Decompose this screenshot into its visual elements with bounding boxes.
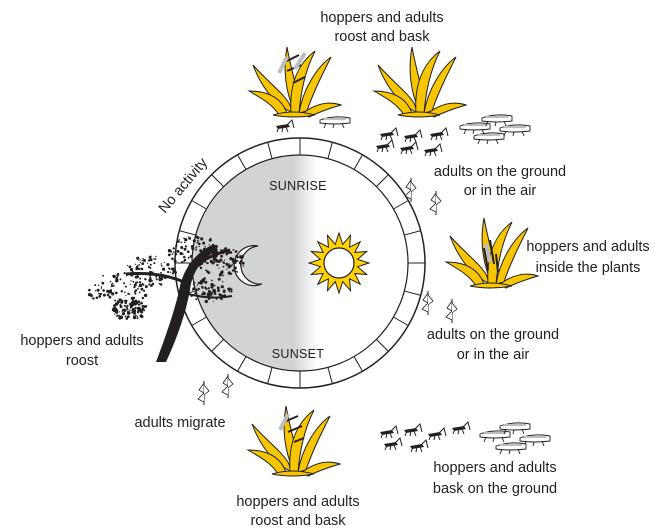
activity-lower-right-line1: adults on the ground bbox=[427, 327, 559, 343]
activity-top-line1: hoppers and adults bbox=[320, 10, 443, 26]
sunrise-label: SUNRISE bbox=[269, 179, 327, 193]
sunset-label: SUNSET bbox=[272, 347, 325, 361]
grass-icon bbox=[248, 406, 340, 476]
activity-bottom-right-line2: bask on the ground bbox=[433, 481, 557, 497]
activity-upper-right-line2: or in the air bbox=[464, 183, 537, 199]
activity-bottom-right-line1: hoppers and adults bbox=[433, 460, 556, 476]
grass-icon bbox=[446, 218, 538, 288]
activity-left-line2: roost bbox=[66, 353, 98, 369]
activity-upper-right-line1: adults on the ground bbox=[434, 164, 566, 180]
insect-swarm-icon bbox=[376, 115, 530, 156]
grasshopper-icon bbox=[276, 120, 294, 132]
activity-bottom-line2: roost and bask bbox=[250, 513, 346, 529]
flying-locust-icon bbox=[430, 191, 441, 215]
hopper-icon bbox=[320, 117, 350, 128]
grass-icon bbox=[249, 47, 341, 117]
activity-right-line2: inside the plants bbox=[536, 260, 641, 276]
insect-swarm-icon bbox=[380, 422, 550, 454]
activity-bottom-line1: hoppers and adults bbox=[236, 494, 359, 510]
activity-lower-left-label: adults migrate bbox=[134, 415, 225, 431]
flying-locust-icon bbox=[446, 299, 457, 323]
activity-right-line1: hoppers and adults bbox=[526, 239, 649, 255]
flying-locust-icon bbox=[222, 374, 233, 398]
activity-lower-right-line2: or in the air bbox=[457, 347, 530, 363]
activity-left-line1: hoppers and adults bbox=[20, 333, 143, 349]
grass-icon bbox=[374, 47, 466, 117]
flying-locust-icon bbox=[198, 381, 209, 405]
sun-icon bbox=[309, 233, 369, 293]
activity-top-line2: roost and bask bbox=[334, 29, 430, 45]
flying-locust-icon bbox=[422, 291, 433, 315]
